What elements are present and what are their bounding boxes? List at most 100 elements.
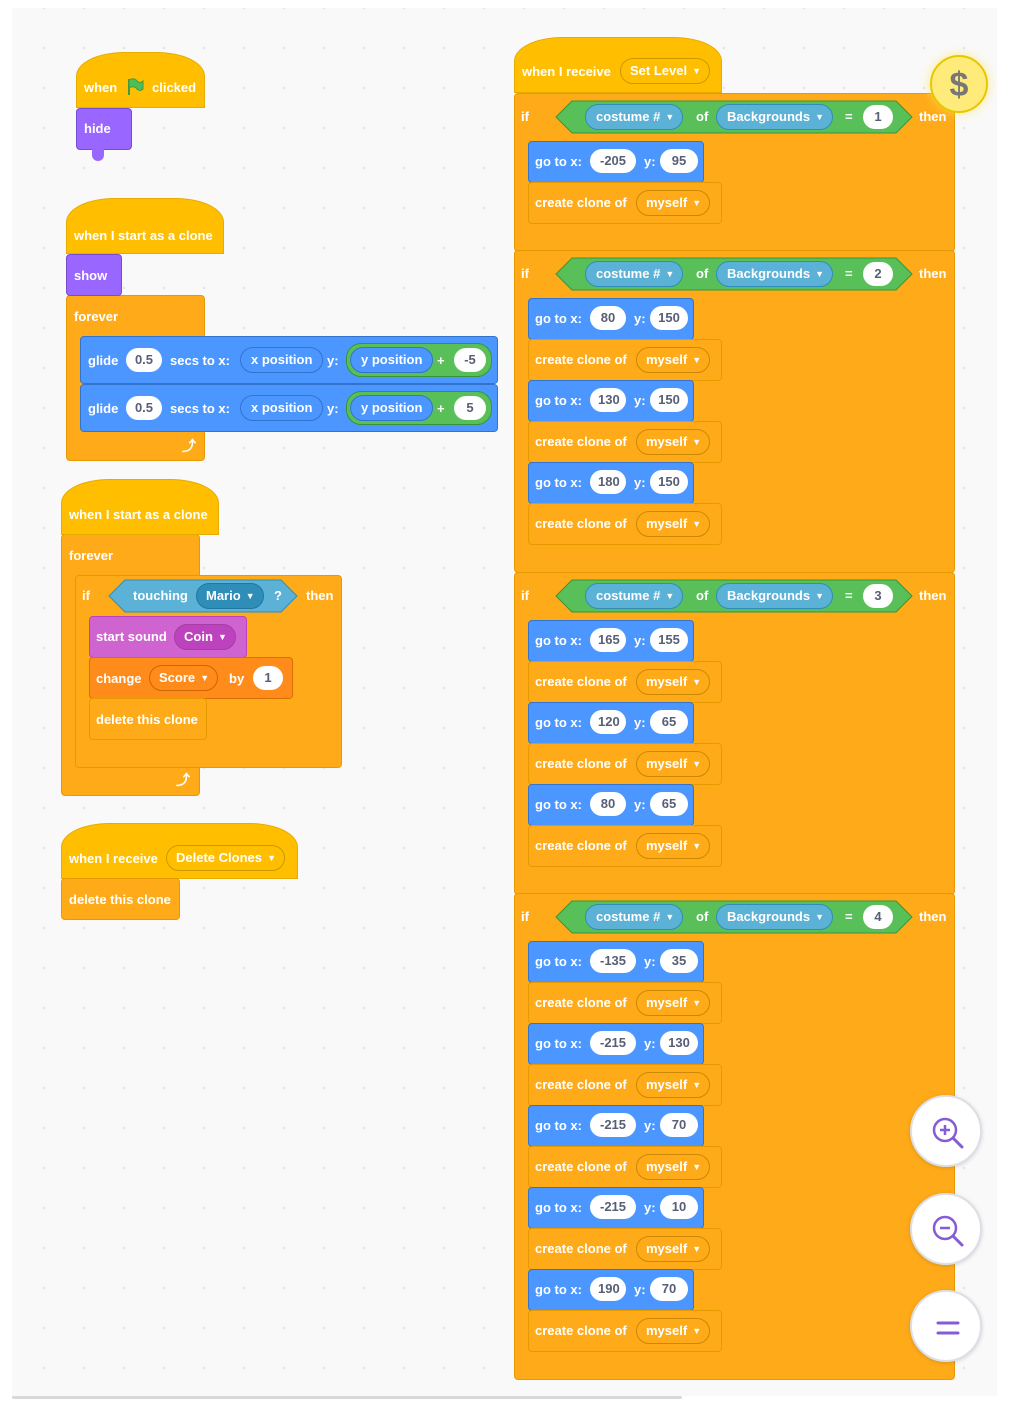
clone-target-dropdown[interactable]: myself▼ bbox=[636, 511, 711, 537]
clone-target-dropdown[interactable]: myself▼ bbox=[636, 429, 711, 455]
y-input[interactable]: 130 bbox=[660, 1031, 698, 1055]
level-value-input[interactable]: 2 bbox=[863, 262, 893, 286]
delete-clone-block[interactable] bbox=[61, 878, 180, 920]
question-label: ? bbox=[274, 588, 282, 603]
clone-target-dropdown[interactable]: myself▼ bbox=[636, 1154, 711, 1180]
hide-block[interactable] bbox=[76, 108, 132, 150]
sprite-dropdown[interactable]: Backgrounds▼ bbox=[716, 104, 834, 130]
x-input[interactable]: -215 bbox=[590, 1031, 636, 1055]
clone-target-dropdown[interactable]: myself▼ bbox=[636, 190, 711, 216]
x-input[interactable]: 180 bbox=[590, 470, 626, 494]
x-input[interactable]: -135 bbox=[590, 949, 636, 973]
show-block[interactable] bbox=[66, 254, 122, 296]
sprite-dropdown[interactable]: Backgrounds▼ bbox=[716, 904, 834, 930]
plus-label: + bbox=[437, 353, 445, 368]
y-position-reporter[interactable]: y position bbox=[350, 395, 434, 421]
when-receive-label: when I receive bbox=[522, 64, 611, 79]
glide-secs-label: secs to x: bbox=[170, 401, 230, 416]
forever-loop-arrow-icon: ⤴ bbox=[182, 438, 196, 454]
clone-target-dropdown[interactable]: myself▼ bbox=[636, 833, 711, 859]
start-sound-label: start sound bbox=[96, 629, 167, 644]
x-input[interactable]: 80 bbox=[590, 306, 626, 330]
x-input[interactable]: -215 bbox=[590, 1195, 636, 1219]
y-input[interactable]: 70 bbox=[650, 1277, 688, 1301]
chevron-down-icon: ▼ bbox=[665, 269, 675, 279]
dy-input[interactable]: 5 bbox=[454, 396, 486, 420]
x-position-reporter[interactable]: x position bbox=[240, 395, 324, 421]
y-input[interactable]: 65 bbox=[650, 792, 688, 816]
x-input[interactable]: -205 bbox=[590, 149, 636, 173]
clone-target-dropdown[interactable]: myself▼ bbox=[636, 990, 711, 1016]
glide-secs-input[interactable]: 0.5 bbox=[126, 348, 162, 372]
costume-number-dropdown[interactable]: costume #▼ bbox=[585, 261, 684, 287]
glide-secs-label: secs to x: bbox=[170, 353, 230, 368]
zoom-out-button[interactable] bbox=[910, 1193, 982, 1265]
sound-dropdown[interactable]: Coin▼ bbox=[174, 624, 236, 650]
level-value-input[interactable]: 3 bbox=[863, 584, 893, 608]
clone-target-dropdown[interactable]: myself▼ bbox=[636, 347, 711, 373]
clone-hat-label: when I start as a clone bbox=[74, 228, 213, 243]
chevron-down-icon: ▼ bbox=[217, 632, 227, 642]
go-to-x-label: go to x: bbox=[535, 715, 582, 730]
of-label: of bbox=[696, 109, 709, 124]
level-value-input[interactable]: 1 bbox=[863, 105, 893, 129]
change-amount-input[interactable]: 1 bbox=[253, 666, 283, 690]
zoom-in-button[interactable] bbox=[910, 1095, 982, 1167]
y-input[interactable]: 95 bbox=[660, 149, 698, 173]
x-input[interactable]: -215 bbox=[590, 1113, 636, 1137]
chevron-down-icon: ▼ bbox=[692, 355, 702, 365]
horizontal-scrollbar[interactable] bbox=[12, 1396, 682, 1399]
when-start-as-clone-hat[interactable] bbox=[61, 479, 219, 535]
clone-target-dropdown[interactable]: myself▼ bbox=[636, 1318, 711, 1344]
x-input[interactable]: 165 bbox=[590, 628, 626, 652]
when-flag-clicked-hat[interactable] bbox=[76, 52, 205, 108]
chevron-down-icon: ▼ bbox=[267, 853, 276, 863]
clone-target-dropdown[interactable]: myself▼ bbox=[636, 1236, 711, 1262]
chevron-down-icon: ▼ bbox=[200, 673, 210, 683]
create-clone-label: create clone of bbox=[535, 434, 627, 449]
message-dropdown[interactable]: Delete Clones▼ bbox=[166, 845, 285, 871]
create-clone-label: create clone of bbox=[535, 516, 627, 531]
clone-target-dropdown[interactable]: myself▼ bbox=[636, 751, 711, 777]
y-input[interactable]: 35 bbox=[660, 949, 698, 973]
glide-y-label: y: bbox=[327, 401, 339, 416]
y-label: y: bbox=[634, 393, 646, 408]
clone-target-dropdown[interactable]: myself▼ bbox=[636, 1072, 711, 1098]
x-input[interactable]: 120 bbox=[590, 710, 626, 734]
y-input[interactable]: 150 bbox=[650, 306, 688, 330]
of-label: of bbox=[696, 909, 709, 924]
costume-number-dropdown[interactable]: costume #▼ bbox=[585, 583, 684, 609]
go-to-x-label: go to x: bbox=[535, 633, 582, 648]
x-input[interactable]: 130 bbox=[590, 388, 626, 412]
clone-target-dropdown[interactable]: myself▼ bbox=[636, 669, 711, 695]
x-position-reporter[interactable]: x position bbox=[240, 347, 324, 373]
costume-number-dropdown[interactable]: costume #▼ bbox=[585, 104, 684, 130]
level-value-input[interactable]: 4 bbox=[863, 905, 893, 929]
when-start-as-clone-hat[interactable] bbox=[66, 198, 224, 254]
then-label: then bbox=[306, 588, 334, 603]
x-input[interactable]: 80 bbox=[590, 792, 626, 816]
create-clone-label: create clone of bbox=[535, 1323, 627, 1338]
y-input[interactable]: 65 bbox=[650, 710, 688, 734]
zoom-reset-button[interactable] bbox=[910, 1290, 982, 1362]
sprite-dropdown[interactable]: Backgrounds▼ bbox=[716, 261, 834, 287]
costume-number-dropdown[interactable]: costume #▼ bbox=[585, 904, 684, 930]
sprite-dropdown[interactable]: Backgrounds▼ bbox=[716, 583, 834, 609]
y-input[interactable]: 150 bbox=[650, 470, 688, 494]
go-to-x-label: go to x: bbox=[535, 393, 582, 408]
y-label: y: bbox=[644, 1118, 656, 1133]
y-position-reporter[interactable]: y position bbox=[350, 347, 434, 373]
create-clone-block[interactable] bbox=[528, 182, 722, 224]
variable-dropdown[interactable]: Score▼ bbox=[149, 665, 219, 691]
message-dropdown[interactable]: Set Level▼ bbox=[620, 58, 711, 84]
delete-clone-block[interactable] bbox=[89, 698, 207, 740]
y-input[interactable]: 10 bbox=[660, 1195, 698, 1219]
touching-target-dropdown[interactable]: Mario▼ bbox=[196, 583, 264, 609]
y-input[interactable]: 155 bbox=[650, 628, 688, 652]
glide-secs-input[interactable]: 0.5 bbox=[126, 396, 162, 420]
x-input[interactable]: 190 bbox=[590, 1277, 626, 1301]
dy-input[interactable]: -5 bbox=[454, 348, 486, 372]
y-input[interactable]: 70 bbox=[660, 1113, 698, 1137]
extension-dollar-icon[interactable]: $ bbox=[930, 55, 988, 113]
y-input[interactable]: 150 bbox=[650, 388, 688, 412]
